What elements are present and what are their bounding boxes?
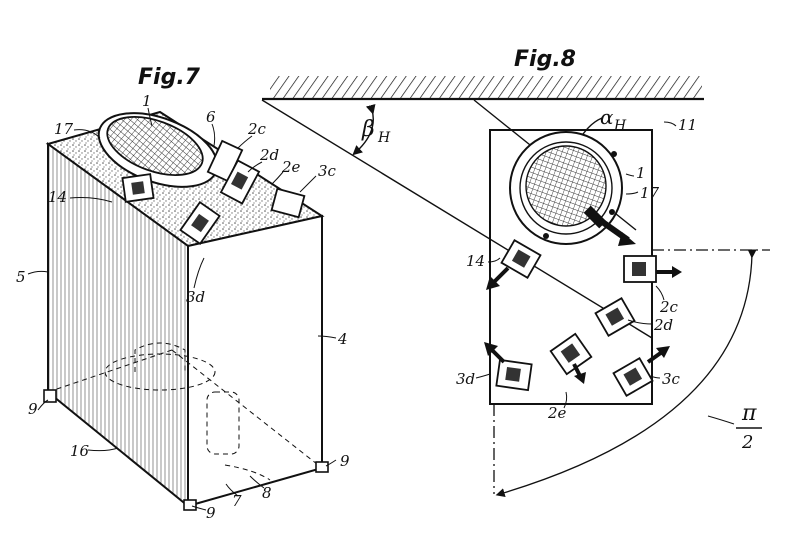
fig8-group: Fig.8 bbox=[262, 47, 770, 494]
fig8-title: Fig.8 bbox=[514, 47, 576, 72]
fig7-label-9-bottom: 9 bbox=[206, 504, 216, 522]
fig8-label-beta-subscript: H bbox=[377, 130, 391, 146]
fig7-label-9-right: 9 bbox=[340, 452, 350, 470]
wall-surface bbox=[262, 76, 704, 99]
fig8-label-1: 1 bbox=[636, 164, 646, 182]
fig7-label-4: 4 bbox=[337, 330, 348, 348]
fig7-label-2e: 2e bbox=[281, 158, 301, 176]
fig8-label-beta: β bbox=[361, 117, 375, 142]
fig7-title: Fig.7 bbox=[138, 65, 201, 90]
fig8-label-alpha: α bbox=[600, 105, 614, 129]
fig8-label-pi: π bbox=[741, 401, 757, 426]
fig7-label-2d: 2d bbox=[259, 146, 279, 164]
cabinet-side-face bbox=[188, 216, 322, 506]
fig7-label-1: 1 bbox=[142, 92, 152, 110]
fig8-label-two: 2 bbox=[741, 432, 753, 453]
fig8-label-2d: 2d bbox=[653, 316, 673, 334]
fig7-label-3d: 3d bbox=[186, 288, 205, 306]
fig8-label-17: 17 bbox=[640, 184, 660, 202]
fig7-label-6: 6 bbox=[206, 108, 216, 126]
fig8-label-alpha-subscript: H bbox=[613, 118, 627, 134]
main-loudspeaker-top-view bbox=[510, 132, 636, 246]
fig8-label-2c: 2c bbox=[659, 298, 679, 316]
fig8-label-3d: 3d bbox=[456, 370, 475, 388]
fig7-group: Fig.7 bbox=[16, 65, 350, 522]
fig8-label-3c: 3c bbox=[662, 370, 681, 388]
fig7-label-7: 7 bbox=[232, 492, 242, 510]
fig7-label-16: 16 bbox=[70, 442, 90, 460]
fig7-label-3c: 3c bbox=[318, 162, 337, 180]
fig8-label-14: 14 bbox=[466, 252, 485, 270]
fig8-label-11: 11 bbox=[678, 116, 697, 134]
fig7-label-5: 5 bbox=[16, 268, 26, 286]
fig7-label-14: 14 bbox=[48, 188, 67, 206]
fig7-label-17: 17 bbox=[54, 120, 74, 138]
fig7-label-8: 8 bbox=[262, 484, 272, 502]
fig8-label-2e: 2e bbox=[547, 404, 567, 422]
fig7-label-9-left: 9 bbox=[28, 400, 38, 418]
fig7-label-2c: 2c bbox=[247, 120, 267, 138]
